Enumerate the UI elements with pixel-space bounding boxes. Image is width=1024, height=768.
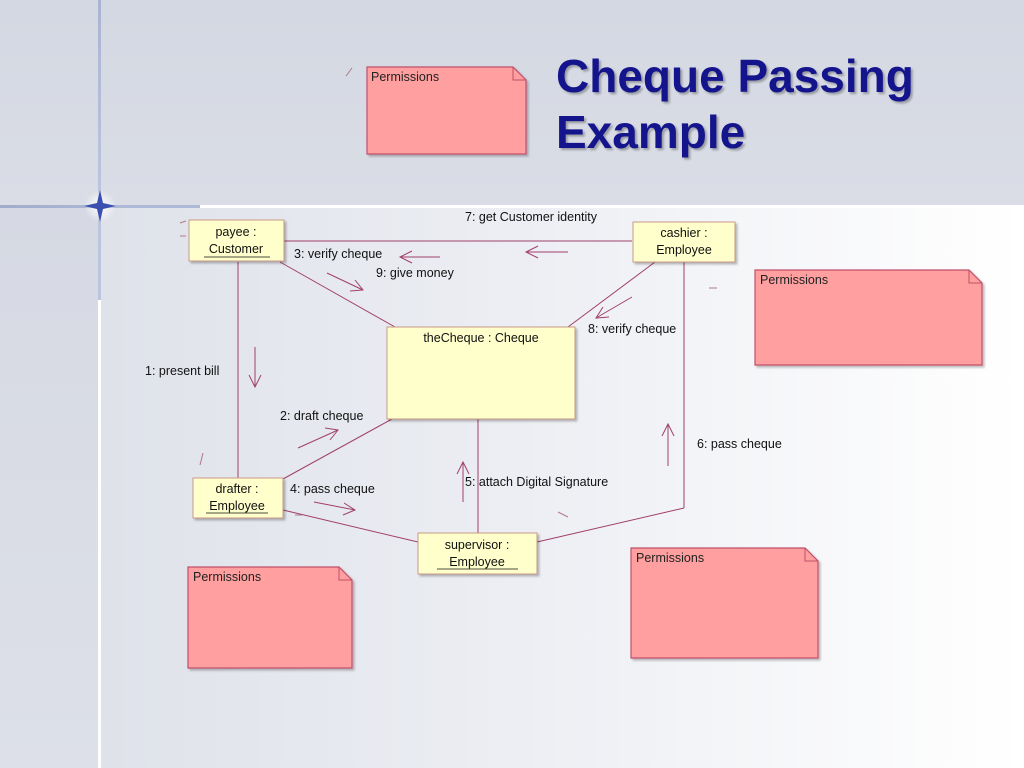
note-permissions-bottom-left[interactable]: Permissions xyxy=(187,566,353,669)
vertical-rule xyxy=(98,0,101,768)
note-right-label: Permissions xyxy=(760,273,828,287)
object-payee-type: Customer xyxy=(209,242,263,256)
note-permissions-bottom-right[interactable]: Permissions xyxy=(630,547,819,659)
object-payee-name: payee : xyxy=(215,225,256,239)
arrow-verify-cheque-8 xyxy=(595,296,633,319)
sparkle-star-icon xyxy=(0,0,200,300)
object-drafter-name: drafter : xyxy=(215,482,258,496)
arrow-pass-cheque-6 xyxy=(661,422,675,466)
link-cashier-cheque xyxy=(567,261,656,328)
object-cheque-name: theCheque : Cheque xyxy=(423,331,538,345)
message-label-7: 7: get Customer identity xyxy=(465,210,598,224)
message-label-1: 1: present bill xyxy=(145,364,219,378)
message-label-6: 6: pass cheque xyxy=(697,437,782,451)
note-permissions-right[interactable]: Permissions xyxy=(754,269,983,366)
arrow-attach-signature xyxy=(456,460,470,502)
message-label-2: 2: draft cheque xyxy=(280,409,363,423)
note-bottom-left-label: Permissions xyxy=(193,570,261,584)
arrow-get-customer-identity xyxy=(524,245,568,259)
message-label-5: 5: attach Digital Signature xyxy=(465,475,608,489)
message-label-8: 8: verify cheque xyxy=(588,322,676,336)
note-bottom-right-label: Permissions xyxy=(636,551,704,565)
object-supervisor-name: supervisor : xyxy=(445,538,510,552)
link-payee-cheque xyxy=(279,261,396,328)
message-arrows xyxy=(248,245,675,516)
title-line-1: Cheque Passing xyxy=(556,50,914,102)
link-cheque-drafter xyxy=(282,418,393,480)
note-top-label: Permissions xyxy=(371,70,439,84)
stray-marks xyxy=(179,67,717,518)
arrow-draft-cheque xyxy=(297,427,339,449)
association-links xyxy=(237,240,685,543)
object-payee[interactable]: payee : Customer xyxy=(188,219,285,262)
horizontal-rule xyxy=(0,205,1024,208)
object-cheque[interactable]: theCheque : Cheque xyxy=(386,326,576,420)
link-drafter-supervisor xyxy=(282,509,419,543)
object-drafter-type: Employee xyxy=(209,499,265,513)
object-cashier[interactable]: cashier : Employee xyxy=(632,221,736,263)
object-drafter[interactable]: drafter : Employee xyxy=(192,477,284,519)
object-supervisor-type: Employee xyxy=(449,555,505,569)
arrow-present-bill xyxy=(248,347,262,389)
message-label-4: 4: pass cheque xyxy=(290,482,375,496)
message-label-3: 3: verify cheque xyxy=(294,247,382,261)
arrow-give-money xyxy=(326,272,364,292)
object-supervisor[interactable]: supervisor : Employee xyxy=(417,532,538,575)
arrow-verify-cheque-3 xyxy=(398,250,440,264)
title-line-2: Example xyxy=(556,106,746,158)
left-band xyxy=(0,207,100,768)
note-permissions-top[interactable]: Permissions xyxy=(366,66,527,155)
link-supervisor-cashier xyxy=(536,507,685,543)
arrow-pass-cheque-4 xyxy=(313,501,357,516)
object-cashier-name: cashier : xyxy=(660,226,707,240)
message-label-9: 9: give money xyxy=(376,266,455,280)
page-title: Cheque Passing Example xyxy=(556,48,996,160)
object-cashier-type: Employee xyxy=(656,243,712,257)
